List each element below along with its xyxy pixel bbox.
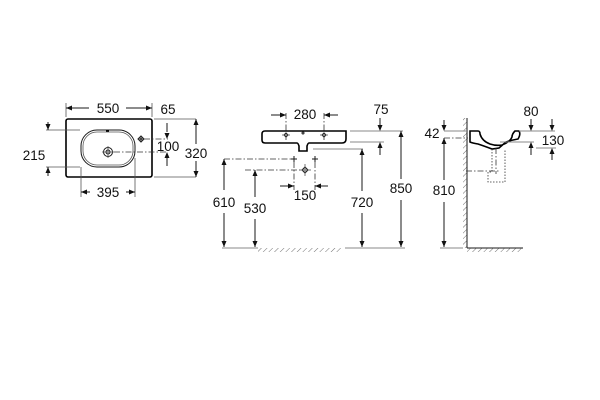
supply-point-left-icon [291,156,297,162]
dim-waste-height-530: 530 [244,201,267,216]
bowl-outline-inner [82,131,134,166]
dim-width-550: 550 [97,101,120,116]
plan-view: 550 215 395 65 100 320 [23,101,208,200]
dim-supply-height-610: 610 [213,195,236,210]
basin-side-profile [469,130,521,150]
dim-rim-height-850: 850 [390,181,413,196]
fixing-hole-left-icon [282,132,290,138]
dim-tap-offset-100: 100 [157,139,180,154]
siphon-outline [487,149,506,183]
bowl-outline-outer [80,129,136,168]
front-view: 280 75 150 [213,102,413,252]
basin-outline [65,118,153,178]
dim-bowl-length-395: 395 [97,185,120,200]
dim-bowl-depth-215: 215 [23,148,46,163]
dim-depth-320: 320 [185,146,208,161]
dim-supply-spacing-150: 150 [294,188,317,203]
basin-front-outline [261,130,347,152]
side-floor-hatch [467,248,523,252]
fixing-hole-right-icon [320,132,328,138]
floor-hatch [258,248,342,252]
waste-point-icon [299,164,311,176]
dim-front-lip-80: 80 [523,104,538,119]
wall-hatch [463,118,467,248]
dim-rim-to-fixing-42: 42 [424,126,439,141]
tap-hole-icon [137,135,145,143]
tap-hole-front-icon [301,131,305,135]
dim-tap-offset-65: 65 [160,102,175,117]
dim-rim-thickness-75: 75 [373,102,388,117]
dim-fixing-centres-280: 280 [294,107,317,122]
side-view: 42 810 80 130 [424,104,564,252]
supply-point-right-icon [312,156,318,162]
drain-icon [102,146,114,158]
dim-fixing-height-810: 810 [433,183,456,198]
dim-bowl-depth-130: 130 [542,133,565,148]
dim-underside-height-720: 720 [351,195,374,210]
